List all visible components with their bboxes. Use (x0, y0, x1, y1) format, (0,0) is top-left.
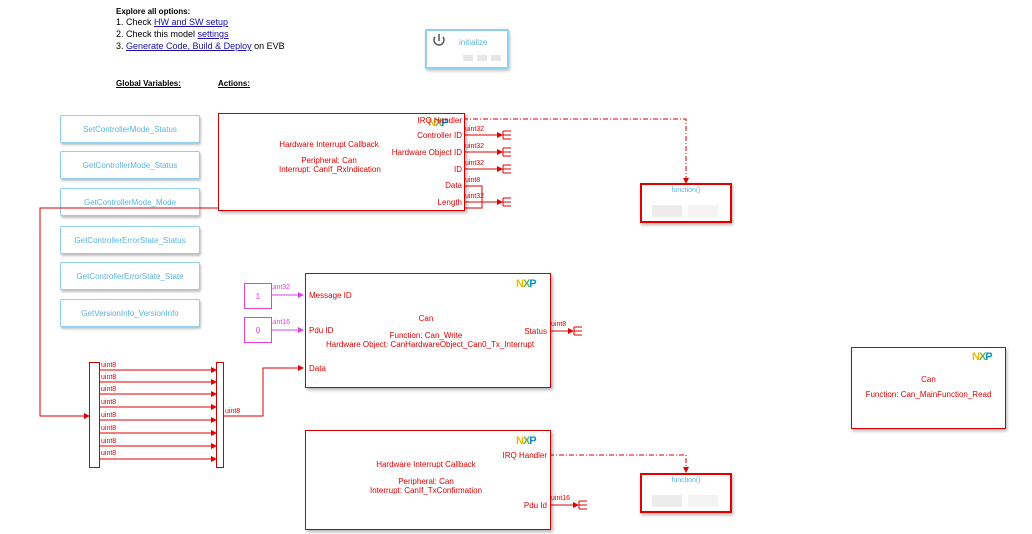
step-3-suffix: on EVB (251, 41, 285, 51)
initialize-thumb-2 (477, 55, 487, 61)
actions-heading: Actions: (218, 79, 250, 88)
step-2: 2. Check this model settings (116, 29, 229, 39)
generate-code-link[interactable]: Generate Code, Build & Deploy (126, 41, 252, 51)
initialize-thumb-1 (463, 55, 473, 61)
terminator-id (502, 164, 511, 174)
function-thumb-rx-1 (652, 205, 682, 217)
type-demux-2: uint8 (101, 386, 117, 393)
tx-block-peripheral: Peripheral: Can (398, 477, 454, 486)
type-data: uint8 (465, 177, 481, 184)
rx-port-id: ID (454, 165, 462, 174)
function-thumb-rx-2 (688, 205, 718, 217)
constant-message-id[interactable]: 1 (244, 283, 272, 309)
type-controller-id: uint32 (465, 126, 485, 133)
function-label-tx: function() (671, 477, 701, 484)
mux-block[interactable] (216, 362, 224, 468)
irq-handler-line-2 (549, 454, 689, 473)
write-block-function: Function: Can_Write (389, 331, 463, 340)
type-demux-7: uint8 (101, 450, 117, 457)
global-var-get-controller-mode-status[interactable]: GetControllerMode_Status (60, 151, 200, 179)
write-port-message-id: Message ID (309, 291, 352, 300)
nxp-logo-write: NXP (516, 278, 537, 290)
type-hw-object-id: uint32 (465, 143, 485, 150)
terminator-pdu-id (578, 500, 587, 510)
rx-block-interrupt: Interrupt: CanIf_RxIndication (279, 165, 381, 174)
terminator-hw-object-id (502, 147, 511, 157)
write-block-hw-object: Hardware Object: CanHardwareObject_Can0_… (326, 340, 535, 349)
write-block-title: Can (418, 314, 434, 323)
read-block-function: Function: Can_MainFunction_Read (865, 390, 992, 399)
hw-sw-setup-link[interactable]: HW and SW setup (154, 17, 229, 27)
function-label-rx: function() (671, 187, 701, 194)
rx-port-controller-id: Controller ID (417, 131, 462, 140)
power-icon (433, 34, 445, 46)
tx-block-title: Hardware Interrupt Callback (376, 460, 476, 469)
global-var-get-controller-error-state-state[interactable]: GetControllerErrorState_State (60, 262, 200, 290)
step-3-text: 3. (116, 41, 127, 51)
type-const-2: uint16 (271, 319, 291, 326)
type-id: uint32 (465, 160, 485, 167)
initialize-label: initialize (459, 38, 488, 47)
step-3: 3. Generate Code, Build & Deploy on EVB (116, 41, 285, 51)
terminator-length (502, 197, 511, 207)
function-call-subsystem-rx[interactable]: function() (640, 183, 732, 223)
function-thumb-tx-2 (688, 495, 718, 507)
rx-port-hw-object-id: Hardware Object ID (391, 148, 462, 157)
type-demux-0: uint8 (101, 362, 117, 369)
nxp-logo: NXP (428, 117, 449, 129)
initialize-block[interactable]: initialize (425, 29, 509, 69)
write-port-pdu-id: Pdu ID (309, 326, 334, 335)
rx-port-length: Length (437, 198, 462, 207)
tx-interrupt-block[interactable]: NXP IRQ Handler Pdu Id Hardware Interrup… (305, 430, 551, 530)
write-port-status: Status (524, 327, 547, 336)
tx-port-irq-handler: IRQ Handler (502, 451, 547, 460)
rx-block-title: Hardware Interrupt Callback (279, 140, 379, 149)
type-demux-6: uint8 (101, 438, 117, 445)
function-call-subsystem-tx[interactable]: function() (640, 473, 732, 513)
type-demux-1: uint8 (101, 374, 117, 381)
nxp-logo-tx: NXP (516, 435, 537, 447)
type-const-1: uint32 (271, 284, 291, 291)
constant-pdu-id[interactable]: 0 (244, 317, 272, 343)
write-port-data: Data (309, 364, 326, 373)
demux-block[interactable] (89, 362, 100, 468)
type-demux-5: uint8 (101, 425, 117, 432)
initialize-thumb-3 (491, 55, 501, 61)
global-var-set-controller-mode-status[interactable]: SetControllerMode_Status (60, 115, 200, 143)
global-var-get-version-info[interactable]: GetVersionInfo_VersionInfo (60, 299, 200, 327)
can-main-function-read-block[interactable]: NXP Can Function: Can_MainFunction_Read (851, 347, 1006, 429)
rx-port-data: Data (445, 181, 462, 190)
rx-interrupt-block[interactable]: NXP Hardware Interrupt Callback Peripher… (218, 113, 465, 211)
rx-block-peripheral: Peripheral: Can (301, 156, 357, 165)
type-demux-3: uint8 (101, 399, 117, 406)
step-2-text: 2. Check this model (116, 29, 198, 39)
global-var-get-controller-error-state-status[interactable]: GetControllerErrorState_Status (60, 226, 200, 254)
type-demux-4: uint8 (101, 412, 117, 419)
nxp-logo-read: NXP (972, 351, 993, 363)
type-status: uint8 (551, 321, 567, 328)
function-thumb-tx-1 (652, 495, 682, 507)
header-title: Explore all options: (116, 7, 191, 16)
irq-handler-line-1 (463, 118, 689, 184)
global-var-get-controller-mode-mode[interactable]: GetControllerMode_Mode (60, 188, 200, 216)
step-1: 1. Check HW and SW setup (116, 17, 228, 27)
type-length: uint32 (465, 193, 485, 200)
tx-block-interrupt: Interrupt: CanIf_TxConfirmation (369, 486, 483, 495)
terminator-controller-id (502, 130, 511, 140)
settings-link[interactable]: settings (197, 29, 229, 39)
read-block-title: Can (921, 375, 936, 384)
can-write-block[interactable]: NXP Message ID Pdu ID Data Status Can Fu… (305, 273, 551, 388)
type-pdu-id: uint16 (551, 495, 571, 502)
rx-port-irq-handler: IRQ Handler (417, 116, 462, 125)
mux-to-write-data (224, 365, 304, 417)
global-variables-heading: Global Variables: (116, 79, 181, 88)
terminator-status (573, 326, 582, 336)
type-mux-out: uint8 (225, 408, 241, 415)
step-1-text: 1. Check (116, 17, 155, 27)
tx-port-pdu-id: Pdu Id (523, 501, 547, 510)
